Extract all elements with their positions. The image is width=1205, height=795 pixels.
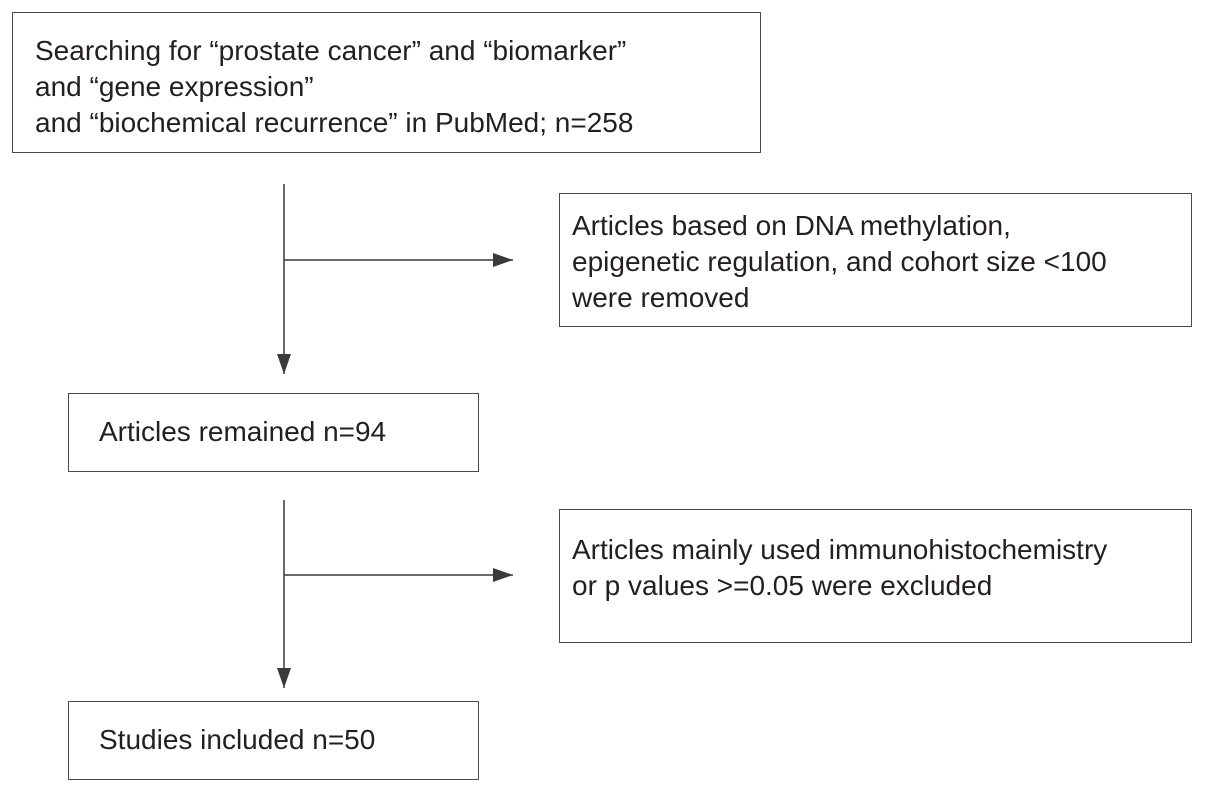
search-line-2: and “gene expression” xyxy=(35,71,314,102)
exclusion-box-2: Articles mainly used immunohistochemistr… xyxy=(559,509,1192,643)
included-line-1: Studies included n=50 xyxy=(99,724,376,755)
search-criteria-box: Searching for “prostate cancer” and “bio… xyxy=(12,12,761,153)
exclusion-box-1: Articles based on DNA methylation, epige… xyxy=(559,193,1192,327)
studies-included-box: Studies included n=50 xyxy=(68,701,479,780)
remained-line-1: Articles remained n=94 xyxy=(99,416,387,447)
articles-remained-box: Articles remained n=94 xyxy=(68,393,479,472)
exclusion-2-line-1: Articles mainly used immunohistochemistr… xyxy=(572,534,1108,565)
exclusion-1-line-1: Articles based on DNA methylation, xyxy=(572,210,1011,241)
search-line-3: and “biochemical recurrence” in PubMed; … xyxy=(35,107,634,138)
exclusion-1-line-2: epigenetic regulation, and cohort size <… xyxy=(572,246,1107,277)
exclusion-2-line-2: or p values >=0.05 were excluded xyxy=(572,570,993,601)
search-line-1: Searching for “prostate cancer” and “bio… xyxy=(35,35,627,66)
exclusion-1-line-3: were removed xyxy=(572,282,750,313)
